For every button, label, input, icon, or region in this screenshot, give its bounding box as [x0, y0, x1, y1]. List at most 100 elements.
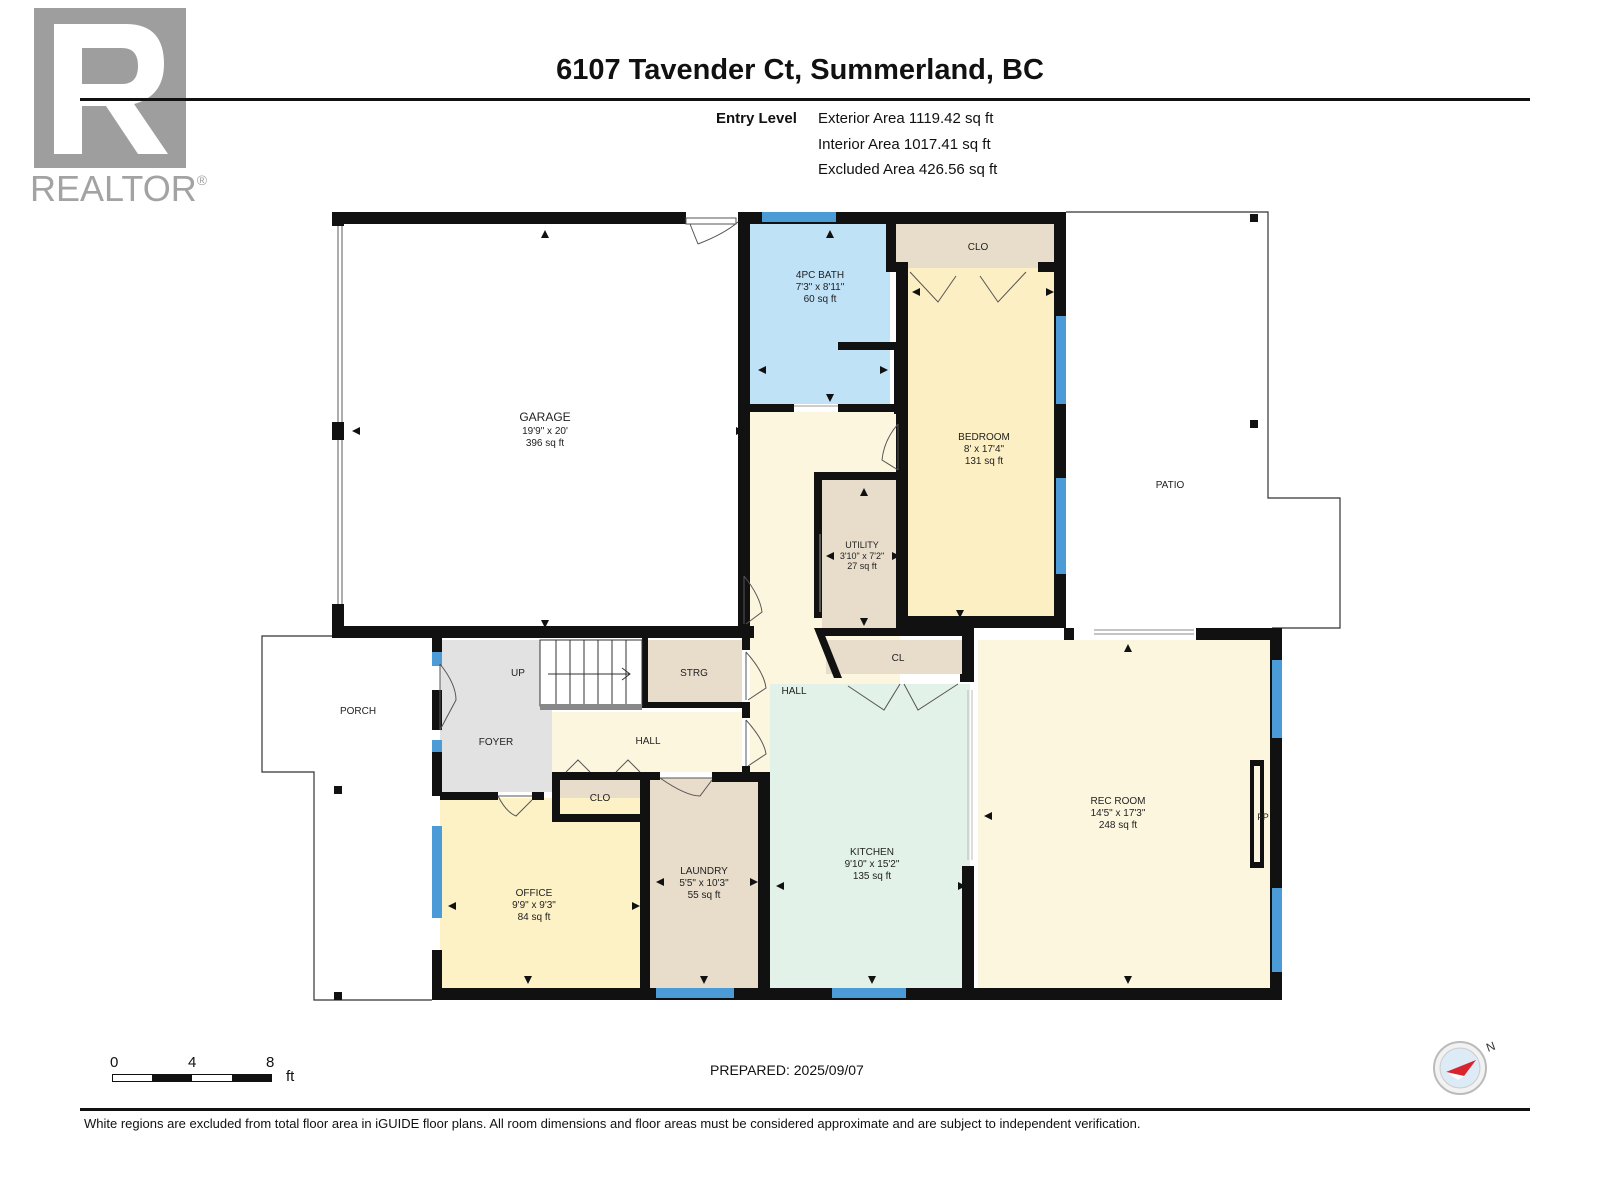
- opening: [967, 690, 973, 860]
- window: [1272, 888, 1282, 972]
- stair-fill: [540, 640, 642, 706]
- compass-n-label: N: [1484, 1039, 1496, 1055]
- laundry-label: LAUNDRY: [680, 866, 728, 877]
- wall: [332, 212, 344, 226]
- dim-arrow: [352, 427, 360, 435]
- wall: [532, 792, 544, 800]
- scale-tick-8: 8: [266, 1054, 275, 1071]
- closet-mid-label: CLO: [590, 793, 611, 804]
- wall: [1038, 262, 1058, 272]
- storage-label: STRG: [680, 668, 708, 679]
- window: [432, 652, 442, 666]
- windows: [432, 212, 1282, 998]
- patio-post: [1250, 214, 1258, 222]
- wall: [432, 752, 442, 796]
- wall: [640, 772, 650, 990]
- bedroom-dims: 8' x 17'4": [964, 444, 1005, 455]
- scale-unit: ft: [286, 1068, 295, 1085]
- prepared-date: PREPARED: 2025/09/07: [710, 1062, 864, 1078]
- rec-room-dims: 14'5" x 17'3": [1091, 808, 1146, 819]
- wall: [552, 772, 560, 822]
- wall: [962, 866, 974, 998]
- wall: [642, 638, 648, 708]
- wall: [432, 690, 442, 730]
- scale-bar: 0 4 8 ft: [110, 1054, 294, 1088]
- window: [1056, 478, 1066, 574]
- window: [832, 988, 906, 998]
- office-label: OFFICE: [516, 888, 553, 899]
- wall: [738, 212, 750, 638]
- wall: [440, 792, 498, 800]
- bath-area: 60 sq ft: [804, 294, 837, 305]
- dim-arrow: [758, 366, 766, 374]
- door-swing: [745, 719, 767, 767]
- wall: [432, 636, 442, 652]
- wall: [712, 772, 770, 782]
- dim-arrow: [700, 976, 708, 984]
- bifold-door: [847, 683, 959, 711]
- realtor-wordmark-text: REALTOR: [30, 168, 197, 209]
- bedroom-label: BEDROOM: [958, 432, 1010, 443]
- porch-label: PORCH: [340, 706, 376, 717]
- dim-arrow: [880, 366, 888, 374]
- laundry-area: 55 sq ft: [688, 890, 721, 901]
- window: [656, 988, 734, 998]
- doors: [439, 217, 1194, 860]
- wall: [838, 404, 902, 412]
- window: [432, 826, 442, 918]
- bath-label: 4PC BATH: [796, 270, 844, 281]
- hall-horizontal-label: HALL: [635, 736, 660, 747]
- porch-post: [334, 786, 342, 794]
- wall: [1196, 628, 1276, 640]
- realtor-logo: [34, 8, 186, 168]
- dim-arrow: [958, 882, 966, 890]
- kitchen-label: KITCHEN: [850, 847, 894, 858]
- utility-label: UTILITY: [845, 540, 879, 550]
- wall: [552, 814, 648, 822]
- laundry-fill: [650, 778, 758, 988]
- fireplace-inner: [1254, 766, 1260, 862]
- wall: [742, 702, 750, 718]
- wall: [896, 616, 1064, 628]
- storage-fill: [646, 640, 742, 702]
- bifold-door: [909, 271, 1027, 303]
- dim-arrow: [736, 427, 744, 435]
- realtor-wordmark: REALTOR®: [30, 168, 207, 210]
- registered-mark: ®: [196, 172, 208, 188]
- dim-arrow: [541, 230, 549, 238]
- wall: [332, 212, 686, 224]
- wall: [838, 342, 894, 350]
- garage-area: 396 sq ft: [526, 438, 565, 449]
- stair-direction-arrow: [548, 667, 631, 681]
- office-fill: [440, 798, 642, 988]
- dim-arrow: [524, 976, 532, 984]
- compass: N: [1432, 1034, 1497, 1098]
- patio-label: PATIO: [1156, 480, 1185, 491]
- door-swing: [439, 663, 457, 731]
- kitchen-dims: 9'10" x 15'2": [845, 859, 900, 870]
- door-swing: [881, 423, 899, 471]
- utility-dims: 3'10" x 7'2": [840, 551, 884, 561]
- garage-label: GARAGE: [519, 410, 570, 424]
- dim-arrow: [776, 882, 784, 890]
- utility-area: 27 sq ft: [847, 561, 877, 571]
- kitchen-fill: [770, 684, 970, 988]
- closet-cl-fill: [826, 640, 970, 674]
- scale-tick-4: 4: [188, 1054, 197, 1071]
- disclaimer-text: White regions are excluded from total fl…: [84, 1116, 1141, 1131]
- porch-outline: [261, 635, 432, 1001]
- wall: [432, 950, 442, 998]
- rec-room-label: REC ROOM: [1091, 796, 1146, 807]
- wall: [742, 766, 750, 780]
- wall: [552, 772, 648, 780]
- door-swing: [743, 575, 763, 625]
- window: [762, 212, 836, 222]
- sliding-door: [1094, 629, 1194, 635]
- dim-arrow: [860, 618, 868, 626]
- wall: [814, 472, 902, 480]
- dim-arrow: [448, 902, 456, 910]
- hall-vertical-label: HALL: [781, 686, 806, 697]
- wall: [896, 262, 908, 272]
- stairs-up-label: UP: [511, 668, 525, 679]
